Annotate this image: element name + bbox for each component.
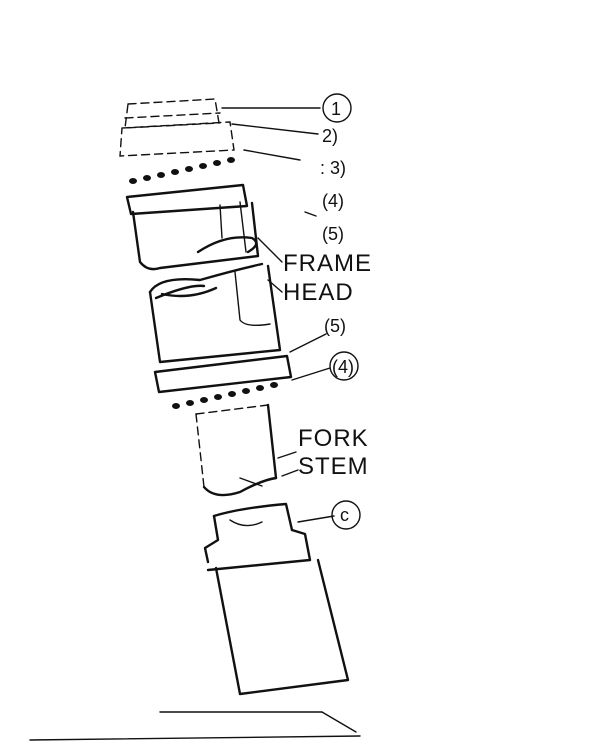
label-4-bottom: (4) xyxy=(332,357,354,377)
label-5-top: (5) xyxy=(322,224,344,244)
callout-4-bottom: (4) xyxy=(329,351,359,381)
label-stem: STEM xyxy=(298,453,369,480)
washer-part-2 xyxy=(119,121,235,157)
fork-crown-and-blade xyxy=(203,502,350,696)
callout-1: 1 xyxy=(322,93,352,123)
ground-lines xyxy=(29,711,361,741)
label-frame: FRAME xyxy=(283,250,372,277)
leader-lines xyxy=(221,107,335,523)
label-4-top: (4) xyxy=(322,191,344,211)
ball-bearing-ring-bottom xyxy=(172,382,278,409)
fork-stem xyxy=(195,403,278,497)
frame-head-tube xyxy=(148,262,282,364)
label-5-bottom: (5) xyxy=(324,316,346,336)
upper-head-cup xyxy=(125,183,260,271)
label-c: c xyxy=(340,505,349,525)
callout-c: c xyxy=(331,500,361,530)
label-head: HEAD xyxy=(283,279,354,306)
label-1: 1 xyxy=(331,99,341,119)
label-fork: FORK xyxy=(298,425,369,452)
label-2: 2) xyxy=(322,126,338,146)
label-3: : 3) xyxy=(320,158,346,178)
ball-bearing-ring-top xyxy=(129,157,235,184)
lower-head-cup xyxy=(153,354,293,394)
